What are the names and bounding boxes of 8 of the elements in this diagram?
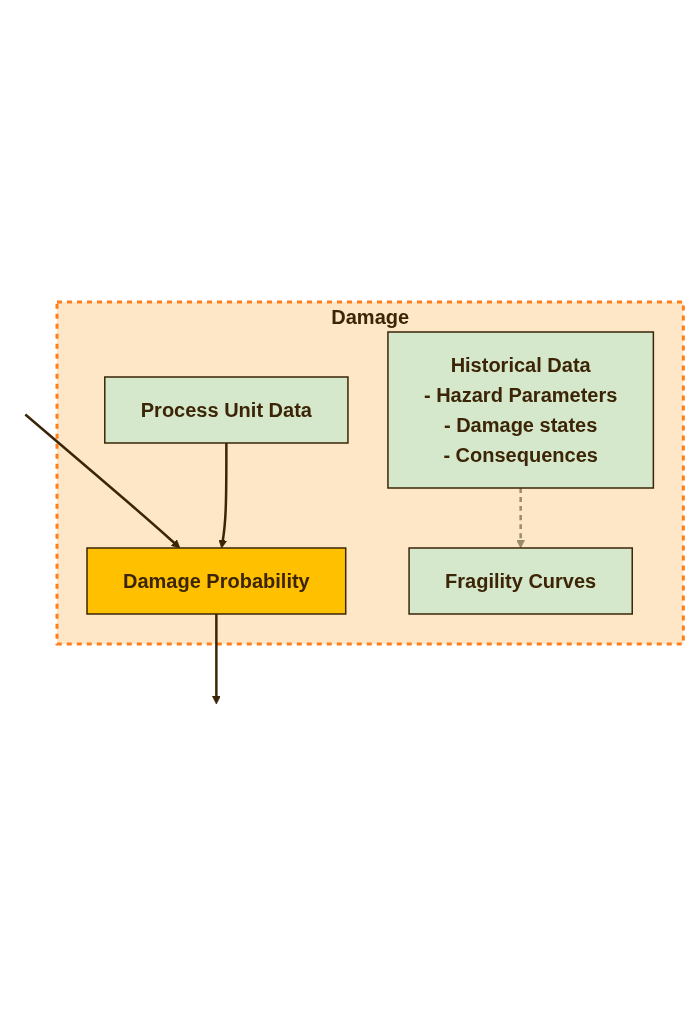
node-box: Process Unit Data [103,376,349,444]
node-box: Fragility Curves [408,547,633,615]
arrow [211,614,221,705]
node-box: Historical Data - Hazard Parameters - Damage states - Consequences [387,331,654,489]
node-box: Damage Probability [86,547,347,615]
arrow [516,488,525,549]
arrow [218,443,228,549]
arrow [24,413,181,549]
